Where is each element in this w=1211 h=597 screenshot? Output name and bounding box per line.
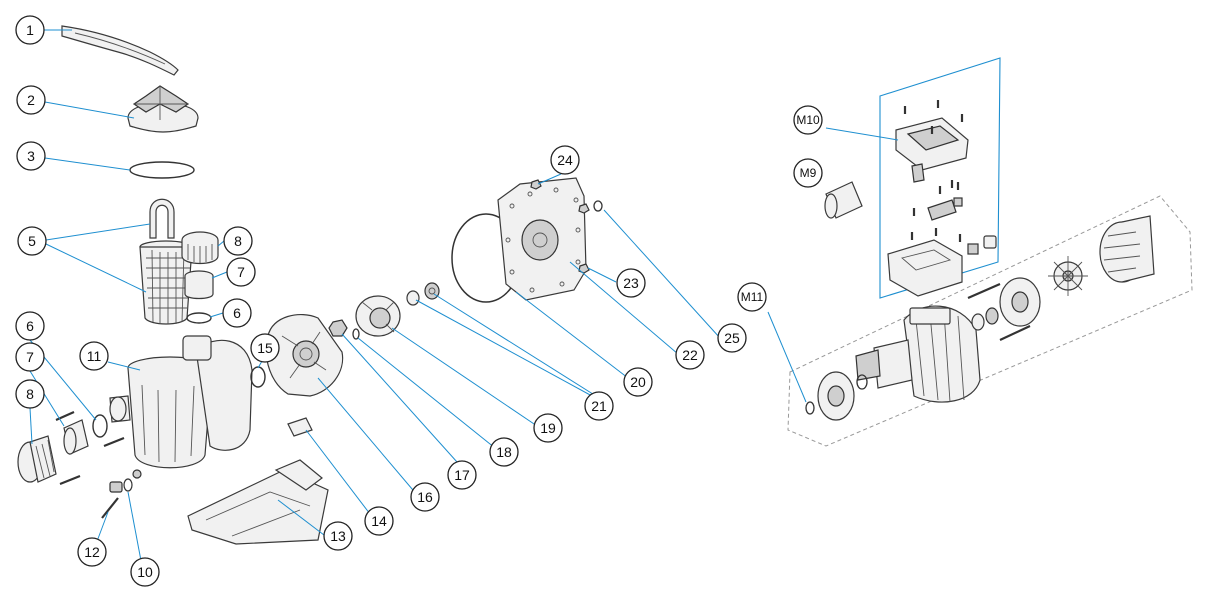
svg-text:5: 5	[28, 233, 36, 249]
svg-text:25: 25	[724, 330, 740, 346]
svg-text:11: 11	[87, 348, 102, 364]
callouts: 1 2 3 5 8 7 6 6 7 8 11 15 12 10 13 14 16…	[15, 15, 823, 587]
part-16-diffuser	[265, 314, 344, 397]
part-7-left-tail-piece	[63, 419, 89, 455]
part-24-nut	[530, 179, 542, 190]
callout-2: 2	[16, 85, 46, 115]
callout-25: 25	[717, 323, 747, 353]
part-19-impeller	[355, 295, 401, 337]
part-11-pump-housing	[109, 335, 253, 479]
callout-17: 17	[447, 460, 477, 490]
callout-M9: M9	[793, 158, 823, 188]
svg-text:21: 21	[591, 398, 607, 414]
motor-rear-bracket	[967, 277, 1041, 341]
callout-1: 1	[15, 15, 45, 45]
part-6-left-o-ring	[92, 414, 108, 438]
part-8-left-union-nut	[17, 435, 57, 483]
svg-text:17: 17	[454, 467, 470, 483]
motor-assembly-outline	[787, 195, 1193, 447]
part-3-o-ring	[129, 161, 195, 179]
leader-lines	[29, 29, 899, 567]
part-5-strainer-basket	[139, 240, 193, 325]
terminal-block	[912, 180, 963, 236]
callout-12: 12	[77, 537, 107, 567]
motor-fan	[1048, 256, 1088, 296]
part-1-handle	[61, 25, 179, 76]
part-M11-ring	[805, 401, 815, 415]
svg-text:M10: M10	[796, 113, 820, 127]
callout-18: 18	[489, 437, 519, 467]
svg-text:M11: M11	[741, 290, 764, 304]
part-5-basket-handle	[149, 198, 175, 239]
callout-6-top: 6	[222, 298, 252, 328]
svg-text:3: 3	[27, 148, 35, 164]
part-10-drain-plug	[109, 478, 133, 493]
callout-23: 23	[616, 268, 646, 298]
part-7-tail-piece	[184, 270, 214, 300]
svg-text:7: 7	[237, 264, 245, 280]
callout-20: 20	[623, 367, 653, 397]
svg-text:10: 10	[137, 564, 153, 580]
callout-5: 5	[17, 226, 47, 256]
part-6-o-ring	[186, 312, 212, 324]
part-22-seal-plate	[497, 177, 587, 301]
callout-15: 15	[250, 333, 280, 363]
svg-text:7: 7	[26, 349, 34, 365]
callout-8-top: 8	[223, 226, 253, 256]
svg-text:13: 13	[330, 528, 346, 544]
part-M10-terminal-cover	[895, 100, 969, 183]
motor-fan-cover	[1099, 215, 1155, 283]
svg-text:14: 14	[371, 513, 387, 529]
motor-terminal-box-frame	[879, 57, 1001, 299]
part-8-union-nut-top	[181, 231, 219, 265]
terminal-box-base	[887, 232, 997, 297]
callout-6-left: 6	[15, 311, 45, 341]
svg-text:1: 1	[26, 22, 34, 38]
part-23-nut	[578, 203, 590, 274]
part-18-washer	[352, 328, 360, 340]
svg-text:2: 2	[27, 92, 35, 108]
svg-text:M9: M9	[800, 166, 817, 180]
callout-19: 19	[533, 413, 563, 443]
svg-text:6: 6	[233, 305, 241, 321]
callout-M10: M10	[793, 105, 823, 135]
callout-8-left: 8	[15, 379, 45, 409]
callout-13: 13	[323, 521, 353, 551]
part-15-o-ring	[250, 366, 266, 388]
svg-text:15: 15	[257, 340, 273, 356]
part-M9-capacitor	[824, 181, 863, 219]
svg-text:18: 18	[496, 444, 512, 460]
part-17-nut	[328, 319, 348, 337]
svg-text:16: 16	[417, 489, 433, 505]
svg-text:24: 24	[557, 152, 573, 168]
callout-3: 3	[16, 141, 46, 171]
callout-16: 16	[410, 482, 440, 512]
callout-M11: M11	[737, 282, 767, 312]
callout-11: 11	[79, 341, 109, 371]
svg-text:20: 20	[630, 374, 646, 390]
svg-text:8: 8	[26, 386, 34, 402]
part-25-washer	[593, 200, 603, 212]
callout-24: 24	[550, 145, 580, 175]
motor-front-bracket	[817, 371, 868, 421]
callout-21: 21	[584, 391, 614, 421]
svg-text:8: 8	[234, 233, 242, 249]
svg-text:6: 6	[26, 318, 34, 334]
motor-body	[855, 305, 981, 403]
svg-text:12: 12	[84, 544, 100, 560]
svg-text:19: 19	[540, 420, 556, 436]
part-13-base	[187, 459, 329, 545]
svg-text:23: 23	[623, 275, 639, 291]
part-2-lid	[127, 85, 199, 133]
callout-7-left: 7	[15, 342, 45, 372]
callout-14: 14	[364, 506, 394, 536]
callout-22: 22	[675, 340, 705, 370]
callout-7-top: 7	[226, 257, 256, 287]
part-14-block	[287, 417, 313, 437]
svg-text:22: 22	[682, 347, 698, 363]
callout-10: 10	[130, 557, 160, 587]
